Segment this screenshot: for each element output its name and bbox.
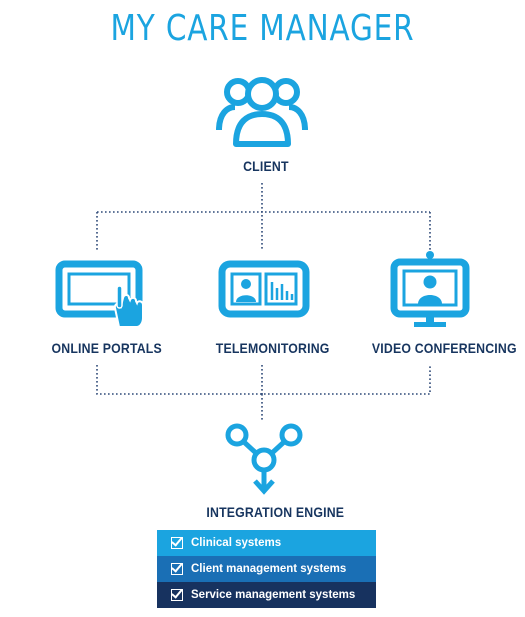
system-row-service-management: Service management systems xyxy=(157,582,376,608)
client-label: CLIENT xyxy=(243,158,289,174)
telemonitoring-label: TELEMONITORING xyxy=(215,340,330,356)
systems-list: Clinical systems Client management syste… xyxy=(157,530,376,608)
page-title: MY CARE MANAGER xyxy=(110,8,415,49)
checkbox-icon xyxy=(171,589,183,601)
system-label: Service management systems xyxy=(191,589,356,601)
system-label: Client management systems xyxy=(191,563,347,575)
online-portals-label: ONLINE PORTALS xyxy=(51,340,162,356)
video-call-icon xyxy=(390,251,470,327)
system-row-client-management: Client management systems xyxy=(157,556,376,582)
checkbox-icon xyxy=(171,563,183,575)
monitor-chart-icon xyxy=(218,260,310,318)
people-icon xyxy=(216,77,308,147)
system-row-clinical: Clinical systems xyxy=(157,530,376,556)
merge-nodes-icon xyxy=(225,423,303,495)
integration-engine-label: INTEGRATION ENGINE xyxy=(206,504,345,520)
video-conferencing-label: VIDEO CONFERENCING xyxy=(371,340,517,356)
checkbox-icon xyxy=(171,537,183,549)
system-label: Clinical systems xyxy=(191,537,282,549)
touch-screen-icon xyxy=(55,260,144,328)
